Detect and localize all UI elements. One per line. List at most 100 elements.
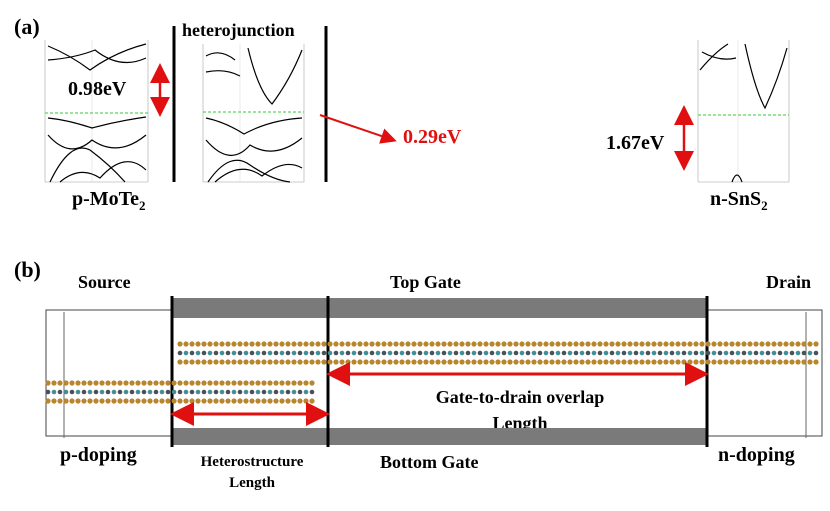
- atom: [135, 398, 141, 404]
- overlap-line1: Gate-to-drain overlap: [435, 387, 605, 407]
- atom: [483, 359, 489, 365]
- atom: [423, 359, 429, 365]
- atom: [681, 350, 687, 356]
- mote2-material-label: p-MoTe2: [72, 188, 146, 214]
- atom: [651, 350, 657, 356]
- atom: [387, 359, 393, 365]
- atom: [75, 380, 81, 386]
- atom: [105, 380, 111, 386]
- atom: [771, 350, 777, 356]
- atom: [285, 359, 291, 365]
- atom: [159, 398, 165, 404]
- atom: [57, 380, 63, 386]
- atom: [189, 380, 195, 386]
- atom: [87, 398, 93, 404]
- atom: [531, 359, 537, 365]
- atom: [279, 359, 285, 365]
- atom: [621, 341, 627, 347]
- atom: [111, 389, 117, 395]
- atom: [183, 350, 189, 356]
- atom: [669, 341, 675, 347]
- atom: [327, 341, 333, 347]
- atom: [189, 359, 195, 365]
- atom: [99, 380, 105, 386]
- atom: [609, 359, 615, 365]
- atom: [411, 359, 417, 365]
- atom: [51, 380, 57, 386]
- atom: [729, 341, 735, 347]
- atom: [417, 359, 423, 365]
- atom: [795, 359, 801, 365]
- atom: [267, 350, 273, 356]
- atom: [129, 389, 135, 395]
- atom: [489, 350, 495, 356]
- atom: [471, 341, 477, 347]
- atom: [591, 350, 597, 356]
- top-gate-bar: [172, 298, 707, 318]
- atom: [507, 350, 513, 356]
- atom: [405, 341, 411, 347]
- atom: [387, 350, 393, 356]
- atom: [303, 341, 309, 347]
- atom: [579, 341, 585, 347]
- atom: [405, 350, 411, 356]
- atom: [195, 350, 201, 356]
- p-doping-label: p-doping: [60, 444, 137, 466]
- atom: [243, 359, 249, 365]
- atom: [741, 341, 747, 347]
- atom: [663, 350, 669, 356]
- atom: [801, 359, 807, 365]
- atom: [75, 398, 81, 404]
- atom: [555, 341, 561, 347]
- atom: [69, 380, 75, 386]
- atom: [681, 341, 687, 347]
- atom: [255, 380, 261, 386]
- atom: [621, 350, 627, 356]
- atom: [255, 341, 261, 347]
- atom: [63, 389, 69, 395]
- atom: [51, 389, 57, 395]
- atom: [627, 341, 633, 347]
- atom: [381, 359, 387, 365]
- mote2-gap-label: 0.98eV: [68, 78, 127, 100]
- atom: [195, 341, 201, 347]
- atom: [207, 350, 213, 356]
- atom: [285, 350, 291, 356]
- atom: [765, 350, 771, 356]
- atom: [237, 380, 243, 386]
- atom: [783, 341, 789, 347]
- atom: [441, 359, 447, 365]
- atom: [213, 350, 219, 356]
- heterostructure-length-label: Heterostructure Length: [172, 452, 332, 494]
- atom: [279, 341, 285, 347]
- atom: [225, 380, 231, 386]
- atom: [189, 350, 195, 356]
- heterojunction-band-structure: [202, 44, 305, 183]
- atom: [513, 350, 519, 356]
- atom: [633, 341, 639, 347]
- atom: [675, 359, 681, 365]
- atom: [567, 341, 573, 347]
- atom: [339, 341, 345, 347]
- atom: [195, 380, 201, 386]
- atom: [135, 380, 141, 386]
- atom: [291, 341, 297, 347]
- atom: [435, 350, 441, 356]
- atom: [561, 350, 567, 356]
- atom: [483, 350, 489, 356]
- atom: [111, 380, 117, 386]
- atom: [243, 380, 249, 386]
- atom: [255, 359, 261, 365]
- atom: [57, 389, 63, 395]
- atom: [189, 398, 195, 404]
- atom: [93, 398, 99, 404]
- atom: [729, 359, 735, 365]
- atom: [651, 359, 657, 365]
- atom: [273, 380, 279, 386]
- mote2-label-sub: 2: [139, 198, 146, 213]
- atom: [237, 350, 243, 356]
- atom: [699, 359, 705, 365]
- atom: [177, 359, 183, 365]
- atom: [429, 341, 435, 347]
- atom: [513, 359, 519, 365]
